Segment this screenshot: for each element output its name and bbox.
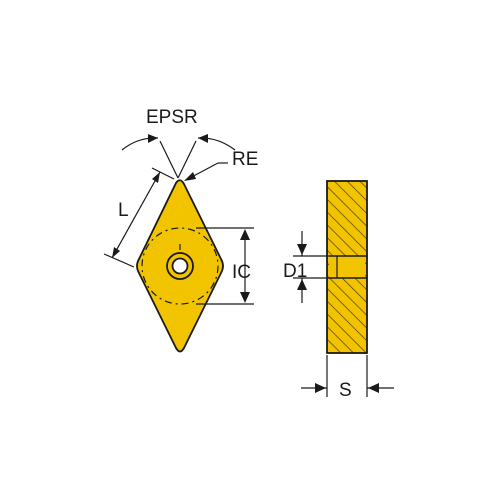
inscribed-circle	[141, 227, 219, 305]
re-dimension: RE	[184, 149, 258, 181]
d1-dimension: D1	[283, 231, 329, 303]
l-dimension: L	[103, 167, 175, 268]
side-hole-slot	[329, 256, 365, 278]
insert-side-view	[326, 180, 368, 354]
center-hole-inner	[171, 257, 189, 275]
re-label: RE	[232, 149, 258, 170]
ic-dimension: IC	[196, 227, 254, 305]
s-dimension: S	[301, 355, 394, 401]
insert-top-view	[136, 179, 224, 353]
l-label: L	[118, 200, 129, 221]
s-label: S	[339, 380, 352, 401]
d1-label: D1	[283, 261, 307, 282]
ic-label: IC	[232, 262, 251, 283]
epsr-dimension: EPSR	[121, 107, 236, 179]
epsr-label: EPSR	[146, 107, 198, 128]
